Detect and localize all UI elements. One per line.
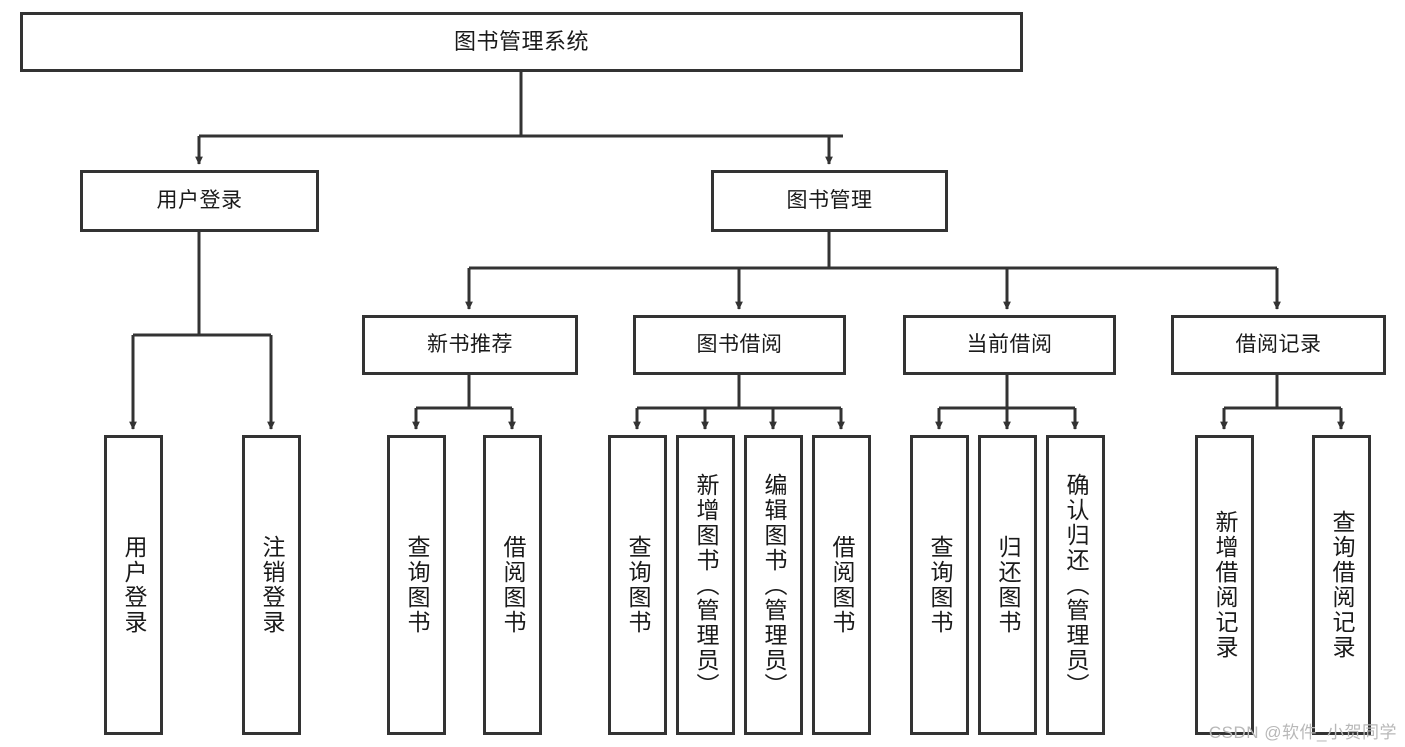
leaf-user-login-signin[interactable]: 用户登录 xyxy=(104,435,163,735)
leaf-book-borrow-query-book[interactable]: 查询图书 xyxy=(608,435,667,735)
node-current-borrow-label: 当前借阅 xyxy=(966,332,1053,356)
node-current-borrow[interactable]: 当前借阅 xyxy=(903,315,1116,375)
node-book-borrow[interactable]: 图书借阅 xyxy=(633,315,846,375)
leaf-current-borrow-confirm-return[interactable]: 确认归还（管理员） xyxy=(1046,435,1105,735)
node-new-book-recommend[interactable]: 新书推荐 xyxy=(362,315,578,375)
leaf-book-borrow-edit-book-label: 编辑图书（管理员） xyxy=(761,472,787,698)
leaf-borrow-records-query-record-label: 查询借阅记录 xyxy=(1329,510,1355,660)
node-borrow-records-label: 借阅记录 xyxy=(1235,332,1322,356)
node-root-system[interactable]: 图书管理系统 xyxy=(20,12,1023,72)
node-book-management[interactable]: 图书管理 xyxy=(711,170,948,232)
node-user-login[interactable]: 用户登录 xyxy=(80,170,319,232)
leaf-current-borrow-return-book[interactable]: 归还图书 xyxy=(978,435,1037,735)
leaf-borrow-records-add-record-label: 新增借阅记录 xyxy=(1212,510,1238,660)
node-root-system-label: 图书管理系统 xyxy=(453,29,589,55)
csdn-watermark: CSDN @软件_小贺同学 xyxy=(1208,723,1397,742)
leaf-new-books-borrow-book-label: 借阅图书 xyxy=(500,535,526,635)
leaf-new-books-borrow-book[interactable]: 借阅图书 xyxy=(483,435,542,735)
leaf-current-borrow-confirm-return-label: 确认归还（管理员） xyxy=(1063,472,1089,698)
leaf-user-login-signin-label: 用户登录 xyxy=(121,535,147,635)
node-new-book-recommend-label: 新书推荐 xyxy=(427,332,513,356)
leaf-new-books-query-book-label: 查询图书 xyxy=(404,535,430,635)
leaf-borrow-records-query-record[interactable]: 查询借阅记录 xyxy=(1312,435,1371,735)
leaf-book-borrow-edit-book[interactable]: 编辑图书（管理员） xyxy=(744,435,803,735)
leaf-user-login-signout-label: 注销登录 xyxy=(259,535,285,635)
leaf-book-borrow-query-book-label: 查询图书 xyxy=(625,535,651,635)
leaf-current-borrow-return-book-label: 归还图书 xyxy=(995,535,1021,635)
leaf-new-books-query-book[interactable]: 查询图书 xyxy=(387,435,446,735)
node-borrow-records[interactable]: 借阅记录 xyxy=(1171,315,1386,375)
leaf-current-borrow-query-book-label: 查询图书 xyxy=(927,535,953,635)
leaf-borrow-records-add-record[interactable]: 新增借阅记录 xyxy=(1195,435,1254,735)
leaf-book-borrow-add-book[interactable]: 新增图书（管理员） xyxy=(676,435,735,735)
node-book-management-label: 图书管理 xyxy=(786,188,873,212)
leaf-book-borrow-borrow-book-label: 借阅图书 xyxy=(829,535,855,635)
node-user-login-label: 用户登录 xyxy=(156,188,243,212)
leaf-book-borrow-borrow-book[interactable]: 借阅图书 xyxy=(812,435,871,735)
leaf-user-login-signout[interactable]: 注销登录 xyxy=(242,435,301,735)
node-book-borrow-label: 图书借阅 xyxy=(696,332,783,356)
leaf-book-borrow-add-book-label: 新增图书（管理员） xyxy=(693,472,719,698)
leaf-current-borrow-query-book[interactable]: 查询图书 xyxy=(910,435,969,735)
